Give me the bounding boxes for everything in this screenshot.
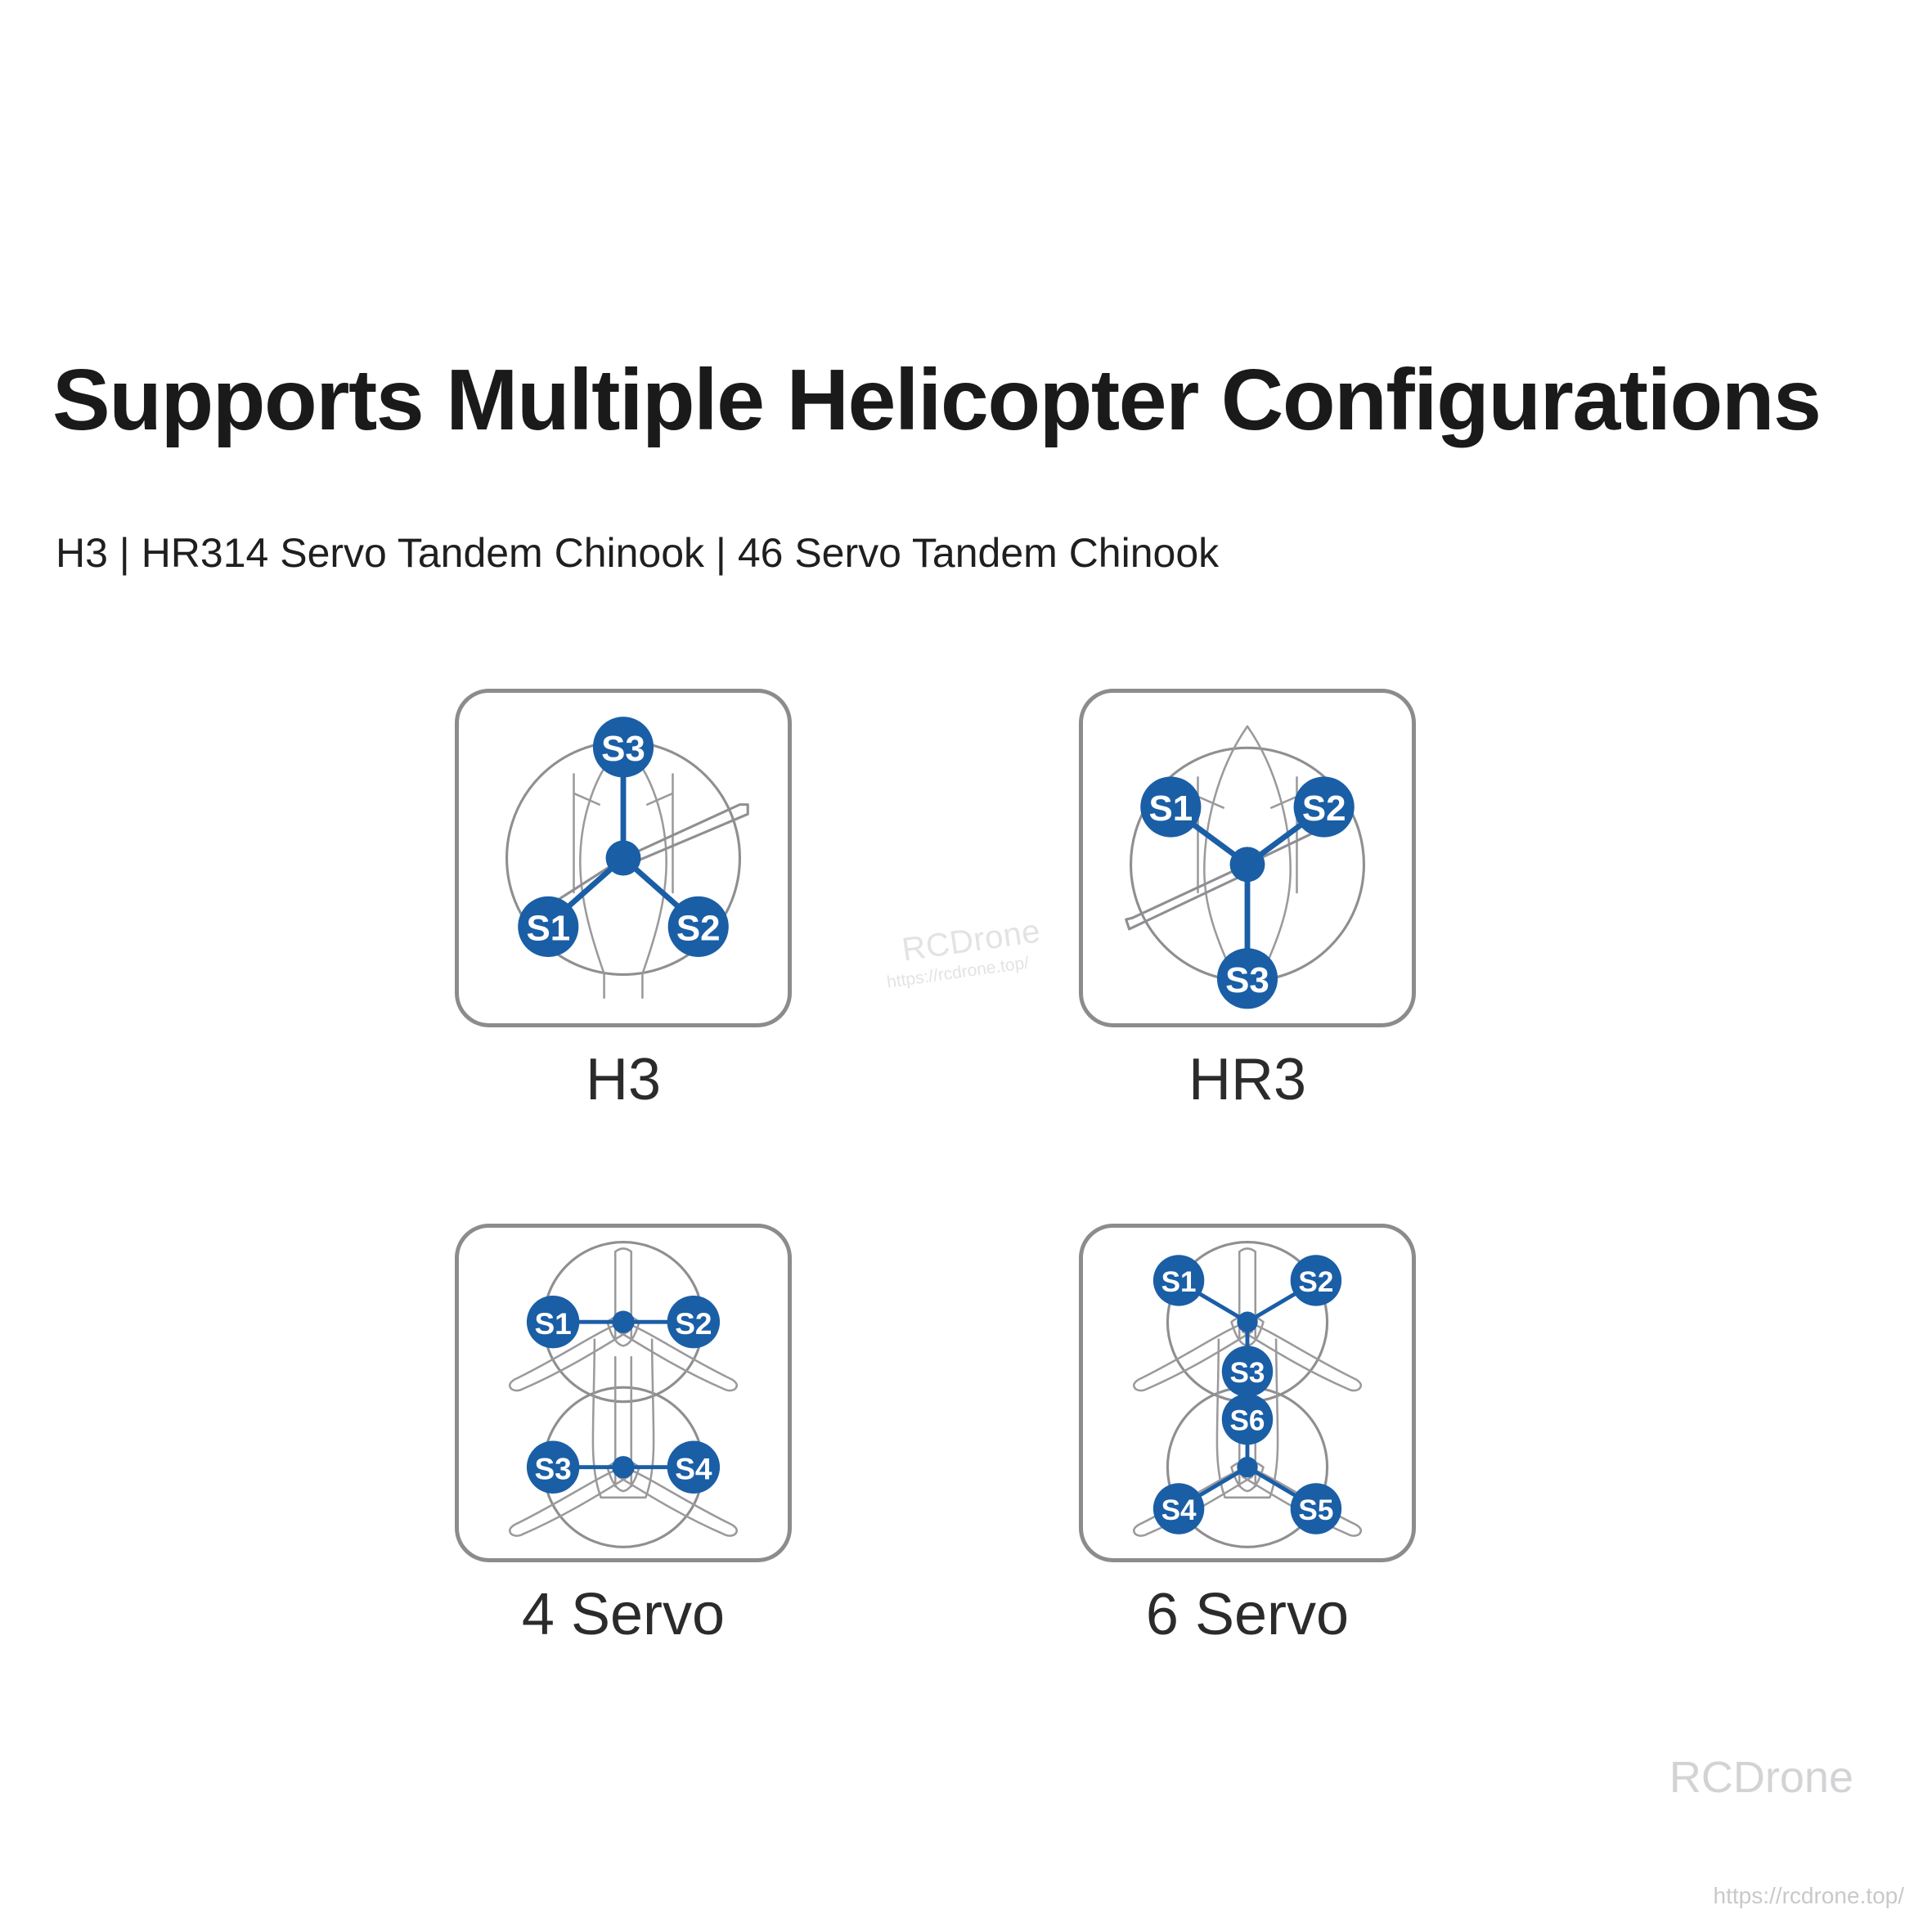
- fuselage-outline: [1215, 1338, 1279, 1499]
- four-servo-diagram: S1 S2 S3 S4: [508, 1241, 739, 1548]
- config-panel-6-servo: S1 S2 S3 S6 S4: [1079, 1224, 1416, 1562]
- fuselage-outline: [579, 743, 667, 1000]
- front-blade-right: [1241, 1320, 1363, 1392]
- rear-blade-right: [617, 1466, 739, 1537]
- servo-node-s4[interactable]: S4: [1152, 1483, 1205, 1534]
- servo-label-s2: S2: [1298, 1266, 1333, 1298]
- front-rotor-hub: [612, 1310, 635, 1333]
- servo-node-s3[interactable]: S3: [1216, 948, 1278, 1009]
- servo-node-s1[interactable]: S1: [1152, 1255, 1205, 1306]
- servo-node-s1[interactable]: S1: [518, 896, 579, 957]
- config-panel-h3: S3 S1 S2: [455, 689, 792, 1027]
- servo-node-s2[interactable]: S2: [1290, 1255, 1342, 1306]
- servo-label-s1: S1: [1161, 1266, 1197, 1298]
- servo-label-s5: S5: [1298, 1494, 1333, 1526]
- servo-node-s1[interactable]: S1: [526, 1295, 580, 1349]
- servo-node-s2[interactable]: S2: [667, 896, 729, 957]
- h3-diagram: S3 S1 S2: [505, 717, 749, 1000]
- servo-label-s1: S1: [534, 1306, 571, 1341]
- servo-node-s1[interactable]: S1: [1140, 776, 1202, 838]
- servo-label-s6: S6: [1230, 1405, 1265, 1437]
- config-panel-hr3: S1 S2 S3: [1079, 689, 1416, 1027]
- six-servo-diagram: S1 S2 S3 S6 S4: [1132, 1241, 1363, 1548]
- page-subtitle: H3 | HR314 Servo Tandem Chinook | 46 Ser…: [56, 530, 1220, 576]
- rotor-hub: [605, 840, 641, 876]
- fuselage-outline: [591, 1338, 655, 1499]
- config-card-h3[interactable]: S3 S1 S2 H3: [455, 689, 792, 1112]
- config-caption-h3: H3: [585, 1047, 662, 1112]
- servo-label-s3: S3: [534, 1452, 571, 1486]
- tail-boom: [622, 803, 749, 869]
- rear-blade-left: [508, 1466, 630, 1537]
- servo-node-s5[interactable]: S5: [1290, 1483, 1342, 1534]
- front-blade-left: [508, 1320, 630, 1392]
- servo-label-s3: S3: [1225, 960, 1269, 1000]
- skid-struts: [1197, 776, 1298, 894]
- servo-node-s3[interactable]: S3: [1221, 1346, 1274, 1397]
- servo-label-s3: S3: [601, 729, 645, 769]
- config-card-6-servo[interactable]: S1 S2 S3 S6 S4: [1079, 1224, 1416, 1647]
- config-caption-6-servo: 6 Servo: [1145, 1582, 1350, 1647]
- servo-node-s4[interactable]: S4: [667, 1440, 721, 1494]
- servo-label-s1: S1: [1148, 789, 1193, 829]
- fuselage-outline: [1203, 725, 1292, 991]
- rear-rotor-hub: [1237, 1457, 1258, 1478]
- servo-node-s6[interactable]: S6: [1221, 1393, 1274, 1445]
- servo-label-s2: S2: [1302, 789, 1346, 829]
- rear-rotor-hub: [612, 1456, 635, 1479]
- servo-node-s3[interactable]: S3: [592, 717, 654, 778]
- rotor-hub: [1229, 847, 1265, 883]
- config-card-4-servo[interactable]: S1 S2 S3 S4 4 Servo: [455, 1224, 792, 1647]
- config-caption-hr3: HR3: [1188, 1047, 1307, 1112]
- front-rotor-hub: [1237, 1311, 1258, 1332]
- skid-struts: [573, 773, 674, 894]
- servo-label-s4: S4: [1161, 1494, 1197, 1526]
- servo-label-s2: S2: [675, 1306, 712, 1341]
- page-title: Supports Multiple Helicopter Configurati…: [52, 352, 1822, 449]
- servo-node-s2[interactable]: S2: [667, 1295, 721, 1349]
- config-caption-4-servo: 4 Servo: [521, 1582, 726, 1647]
- servo-label-s1: S1: [526, 908, 570, 948]
- config-panel-4-servo: S1 S2 S3 S4: [455, 1224, 792, 1562]
- servo-label-s3: S3: [1230, 1357, 1265, 1389]
- servo-label-s2: S2: [676, 908, 721, 948]
- config-card-hr3[interactable]: S1 S2 S3 HR3: [1079, 689, 1416, 1112]
- servo-node-s3[interactable]: S3: [526, 1440, 580, 1494]
- servo-label-s4: S4: [675, 1452, 712, 1486]
- front-blade-right: [617, 1320, 739, 1392]
- front-blade-left: [1132, 1320, 1254, 1392]
- servo-node-s2[interactable]: S2: [1293, 776, 1355, 838]
- hr3-diagram: S1 S2 S3: [1125, 725, 1366, 1009]
